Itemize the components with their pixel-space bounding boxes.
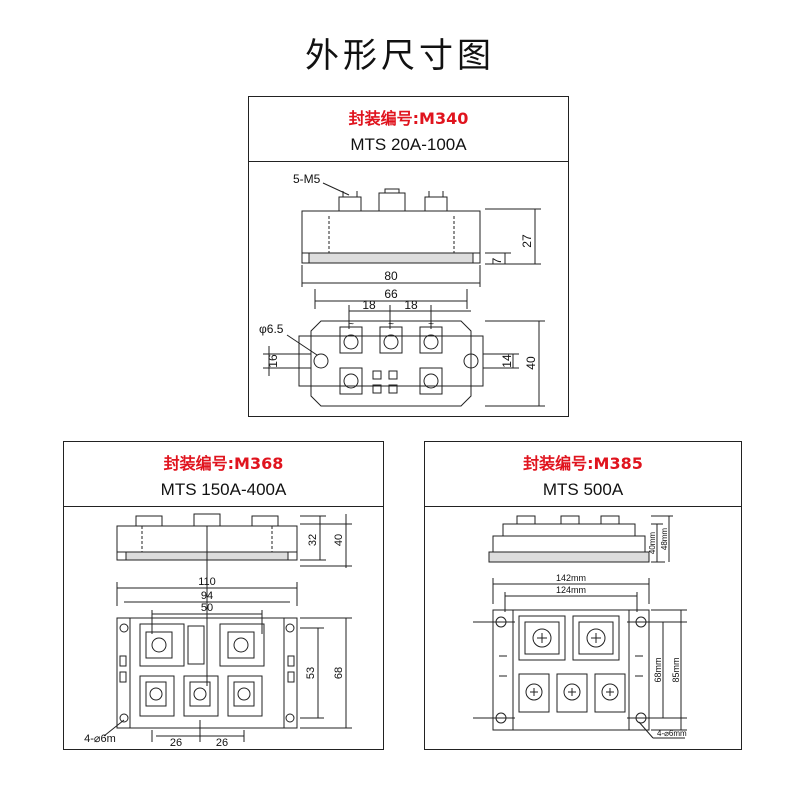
dim-vertical-2: 68 — [333, 667, 345, 679]
terminal-top-2 — [379, 326, 403, 354]
terminal-top-1 — [139, 623, 185, 667]
dimension-drawing-m385: 40mm 48mm 142mm 124mm 68mm 85mm 4-⌀6mm — [473, 515, 687, 739]
top-view-body — [492, 609, 650, 731]
dim-length: 110 — [198, 576, 216, 588]
model-name: MTS 20A-100A — [350, 135, 467, 154]
model-name: MTS 150A-400A — [160, 480, 287, 499]
terminal-side-2 — [193, 513, 221, 527]
tilde-2: ~ — [388, 319, 394, 330]
dim-pitch: 66 — [384, 287, 398, 301]
dim-bottom-1: 26 — [170, 737, 182, 749]
terminal-side-2 — [560, 515, 580, 525]
terminal-top-4 — [183, 675, 219, 717]
dimension-drawing-m368: 32 40 110 94 50 53 68 4-⌀6m 26 26 — [84, 513, 352, 749]
terminal-top-3 — [518, 673, 550, 713]
dim-holes: 4-⌀6mm — [657, 729, 687, 738]
dim-14: 14 — [500, 354, 514, 368]
dim-pitch: 124mm — [556, 585, 586, 595]
terminal-top-4 — [339, 367, 363, 395]
mounting-hole — [119, 713, 129, 723]
dim-base: 7 — [490, 257, 504, 264]
dim-pitch-1: 94 — [201, 590, 213, 602]
dim-thread: 5-M5 — [293, 172, 321, 186]
mounting-hole-right — [463, 353, 479, 369]
model-name: MTS 500A — [542, 480, 624, 499]
dim-height-1: 32 — [307, 534, 319, 546]
tilde-3: ~ — [428, 319, 434, 330]
terminal-side-1 — [516, 515, 536, 525]
terminal-side-2 — [378, 192, 406, 212]
card-header: 封装编号:M340 MTS 20A-100A — [249, 97, 568, 162]
terminal-side-3 — [251, 515, 279, 527]
dim-16: 16 — [266, 354, 280, 368]
tilde-1: ~ — [348, 319, 354, 330]
package-code: 封装编号:M368 — [163, 454, 284, 473]
terminal-top-5 — [227, 675, 263, 717]
dim-vertical-1: 53 — [305, 667, 317, 679]
dim-terminal-2: 18 — [404, 298, 418, 312]
terminal-top-5 — [419, 367, 443, 395]
top-view-flange — [298, 335, 484, 387]
dim-height-2: 40 — [333, 534, 345, 546]
dim-height-1: 40mm — [648, 532, 657, 555]
dim-pitch-2: 50 — [201, 602, 213, 614]
dim-height-2: 48mm — [660, 528, 669, 551]
dim-vertical-1: 68mm — [653, 657, 663, 682]
terminal-top-2 — [219, 623, 265, 667]
page-title: 外形尺寸图 — [305, 36, 495, 76]
dim-terminal-1: 18 — [362, 298, 376, 312]
dim-hole: φ6.5 — [259, 322, 284, 336]
terminal-side-3 — [600, 515, 620, 525]
terminal-side-1 — [135, 515, 163, 527]
package-code: 封装编号:M385 — [523, 454, 643, 473]
card-header: 封装编号:M385 MTS 500A — [425, 442, 741, 507]
terminal-side-1 — [338, 196, 362, 212]
dim-length: 142mm — [556, 573, 586, 583]
dim-width: 40 — [524, 356, 538, 370]
mounting-hole — [119, 623, 129, 633]
package-code: 封装编号:M340 — [348, 109, 469, 128]
terminal-top-5 — [594, 673, 626, 713]
side-view-base — [308, 252, 474, 264]
dimension-drawing-m340: 5-M5 27 7 80 66 18 18 ~ ~ ~ φ6.5 16 14 4… — [259, 172, 545, 407]
terminal-top-4 — [556, 673, 588, 713]
terminal-top-3 — [139, 675, 175, 717]
terminal-top-1 — [339, 326, 363, 354]
mounting-hole — [285, 623, 295, 633]
top-view-body — [116, 617, 298, 729]
dim-vertical-2: 85mm — [671, 657, 681, 682]
terminal-top-2 — [572, 615, 620, 661]
package-card-m340: 封装编号:M340 MTS 20A-100A — [248, 96, 569, 417]
top-view-body — [310, 320, 472, 407]
dim-bottom-2: 26 — [216, 737, 228, 749]
dim-height: 27 — [520, 234, 534, 248]
terminal-top-1 — [518, 615, 566, 661]
dim-length: 80 — [384, 269, 398, 283]
dim-holes: 4-⌀6m — [84, 733, 116, 745]
package-card-m385: 封装编号:M385 MTS 500A — [424, 441, 742, 750]
terminal-top-3 — [419, 326, 443, 354]
package-card-m368: 封装编号:M368 MTS 150A-400A — [63, 441, 384, 750]
card-header: 封装编号:M368 MTS 150A-400A — [64, 442, 383, 507]
terminal-side-3 — [424, 196, 448, 212]
mounting-hole-left — [313, 353, 329, 369]
mounting-hole — [285, 713, 295, 723]
